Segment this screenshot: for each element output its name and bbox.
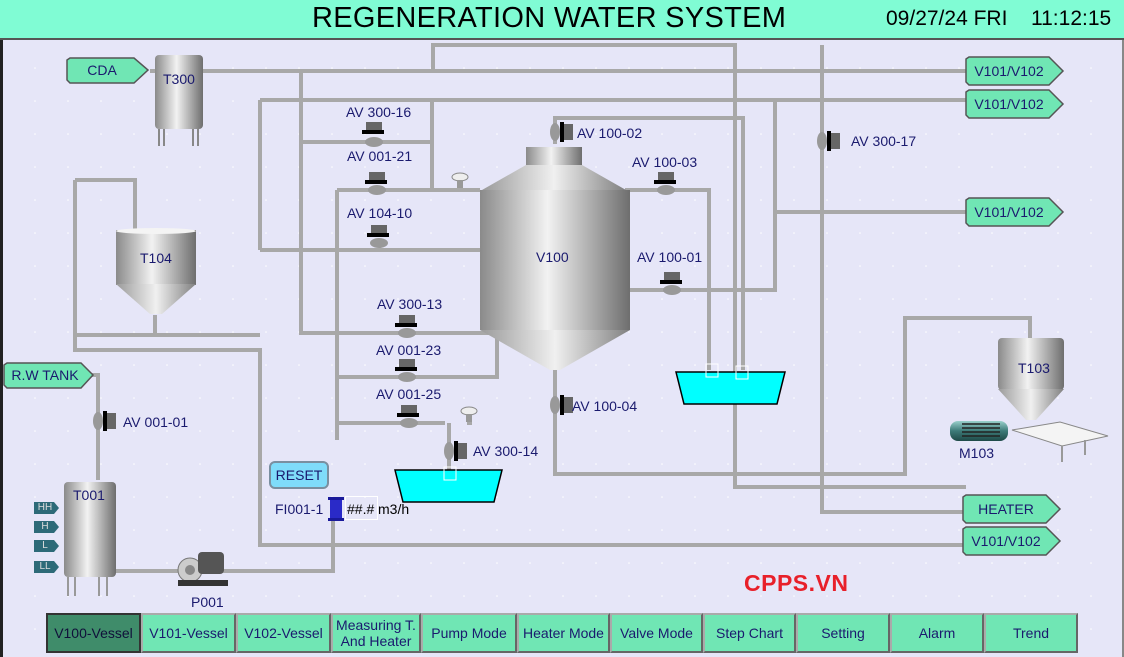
nav-heater-mode[interactable]: Heater Mode: [517, 613, 610, 653]
nav-v100-vessel[interactable]: V100-Vessel: [46, 613, 141, 653]
label-v100[interactable]: V100: [536, 249, 569, 265]
label-t103[interactable]: T103: [1018, 360, 1050, 376]
label-av30017[interactable]: AV 300-17: [851, 133, 917, 149]
label-m103[interactable]: M103: [959, 445, 995, 461]
nav-v102-vessel[interactable]: V102-Vessel: [236, 613, 331, 653]
valve-av10002-icon: [550, 122, 573, 142]
tag-rw-tank[interactable]: R.W TANK: [3, 362, 95, 389]
flow-label: FI001-1: [275, 501, 324, 517]
label-t001[interactable]: T001: [73, 487, 105, 503]
nav-pump-mode[interactable]: Pump Mode: [421, 613, 517, 653]
valve-av30016-icon: [362, 122, 384, 147]
left-border: [0, 40, 3, 657]
basin-1: [394, 469, 503, 503]
nav-valve-mode[interactable]: Valve Mode: [610, 613, 703, 653]
label-t300[interactable]: T300: [163, 71, 195, 87]
valve-av10004-icon: [550, 395, 573, 415]
valve-av30014-icon: [444, 441, 467, 461]
flowmeter-icon: [328, 497, 344, 521]
nav-measuring-heater[interactable]: Measuring T. And Heater: [331, 613, 421, 653]
tank-t103: [998, 338, 1064, 420]
valve-av10001-icon: [660, 272, 682, 295]
flow-value-box: [345, 496, 378, 520]
label-av30016[interactable]: AV 300-16: [346, 104, 412, 120]
nav-step-chart[interactable]: Step Chart: [703, 613, 796, 653]
label-av00101[interactable]: AV 001-01: [123, 414, 189, 430]
label-av30014[interactable]: AV 300-14: [473, 443, 539, 459]
valve-av00101-icon: [93, 411, 116, 431]
label-av10002[interactable]: AV 100-02: [577, 125, 643, 141]
flow-value: ##.#: [347, 501, 375, 517]
nav-setting[interactable]: Setting: [796, 613, 890, 653]
date-display: 09/27/24 FRI: [886, 7, 1008, 30]
tank-t300: [155, 55, 203, 146]
tag-cda[interactable]: CDA: [66, 57, 150, 84]
tank-t001: [64, 482, 116, 596]
pump-p001-icon: [177, 552, 228, 586]
label-av10003[interactable]: AV 100-03: [632, 154, 698, 170]
valve-av10410-icon: [367, 225, 389, 248]
label-t104[interactable]: T104: [140, 250, 172, 266]
nav-trend[interactable]: Trend: [984, 613, 1078, 653]
tag-heater[interactable]: HEATER: [962, 494, 1062, 524]
valve-av10003-icon: [654, 172, 676, 195]
label-av10001[interactable]: AV 100-01: [637, 249, 703, 265]
motor-m103-icon: [950, 421, 1008, 441]
nav-alarm[interactable]: Alarm: [890, 613, 984, 653]
level-switch-l[interactable]: L: [34, 539, 60, 553]
level-switch-h[interactable]: H: [34, 520, 60, 534]
conveyor-icon: [1011, 421, 1109, 462]
level-switch-hh[interactable]: HH: [34, 501, 60, 515]
label-av10410[interactable]: AV 104-10: [347, 205, 413, 221]
valve-av00125-icon: [397, 405, 419, 428]
nav-v101-vessel[interactable]: V101-Vessel: [141, 613, 236, 653]
valve-av30017-icon: [817, 131, 840, 151]
manual-valve-icon: [451, 172, 469, 188]
pipe-network: [73, 43, 1032, 573]
valve-av00121-icon: [365, 172, 387, 195]
label-av00123[interactable]: AV 001-23: [376, 342, 442, 358]
tag-v101-v102-3[interactable]: V101/V102: [965, 197, 1065, 227]
tank-t104: [116, 228, 196, 314]
manual-valve-icon: [460, 406, 478, 422]
page-title: REGENERATION WATER SYSTEM: [312, 2, 787, 34]
valve-icons: [93, 122, 840, 461]
brand-watermark: CPPS.VN: [744, 570, 849, 596]
header-bar: REGENERATION WATER SYSTEM 09/27/24 FRI 1…: [0, 0, 1124, 40]
label-av00121[interactable]: AV 001-21: [347, 148, 413, 164]
valve-av30013-icon: [395, 315, 417, 338]
bottom-nav: V100-Vessel V101-Vessel V102-Vessel Meas…: [46, 613, 1078, 653]
label-p001[interactable]: P001: [191, 594, 224, 610]
label-av00125[interactable]: AV 001-25: [376, 386, 442, 402]
label-av10004[interactable]: AV 100-04: [572, 398, 638, 414]
tag-v101-v102-4[interactable]: V101/V102: [962, 526, 1062, 556]
flow-unit: m3/h: [378, 501, 410, 517]
vessel-v100: [480, 147, 630, 370]
valve-av00123-icon: [395, 359, 417, 382]
basin-2: [675, 371, 786, 405]
tag-v101-v102-1[interactable]: V101/V102: [965, 56, 1065, 86]
level-switch-ll[interactable]: LL: [34, 560, 60, 574]
tag-v101-v102-2[interactable]: V101/V102: [965, 89, 1065, 119]
reset-button[interactable]: RESET: [269, 461, 329, 489]
time-display: 11:12:15: [1031, 7, 1112, 30]
label-av30013[interactable]: AV 300-13: [377, 296, 443, 312]
right-border: [1122, 40, 1124, 657]
